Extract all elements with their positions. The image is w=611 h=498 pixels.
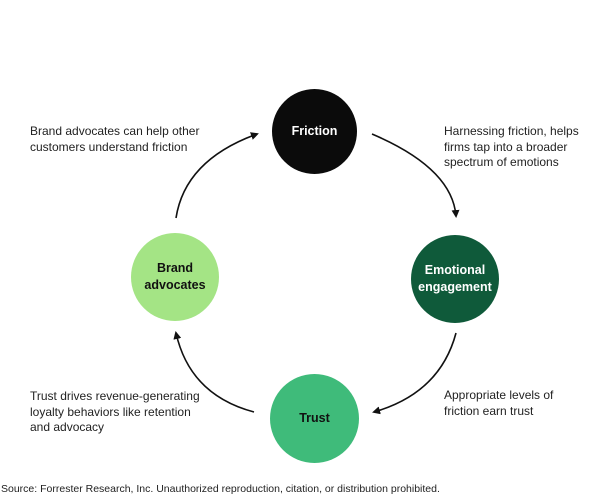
- node-friction-label: Friction: [291, 124, 338, 139]
- node-friction: Friction: [272, 89, 357, 174]
- node-trust: Trust: [270, 374, 359, 463]
- node-brand-advocates-label: Brand advocates: [144, 261, 206, 292]
- source-note: Source: Forrester Research, Inc. Unautho…: [1, 483, 440, 495]
- description-brand-advocates: Brand advocates can help other customers…: [30, 124, 200, 154]
- arrow-trust-to-brand: [173, 331, 255, 413]
- description-emotional-engagement: Appropriate levels of friction earn trus…: [444, 388, 554, 418]
- node-trust-label: Trust: [299, 411, 330, 426]
- node-brand-advocates: Brand advocates: [131, 233, 219, 321]
- description-trust: Trust drives revenue-generating loyalty …: [30, 389, 200, 434]
- arrow-brand-to-friction: [175, 132, 259, 219]
- node-emotional-engagement: Emotional engagement: [411, 235, 499, 323]
- arrow-friction-to-emotional: [371, 133, 460, 218]
- node-emotional-engagement-label: Emotional engagement: [418, 263, 492, 294]
- arrow-emotional-to-trust: [372, 332, 457, 415]
- description-friction: Harnessing friction, helps firms tap int…: [444, 124, 579, 169]
